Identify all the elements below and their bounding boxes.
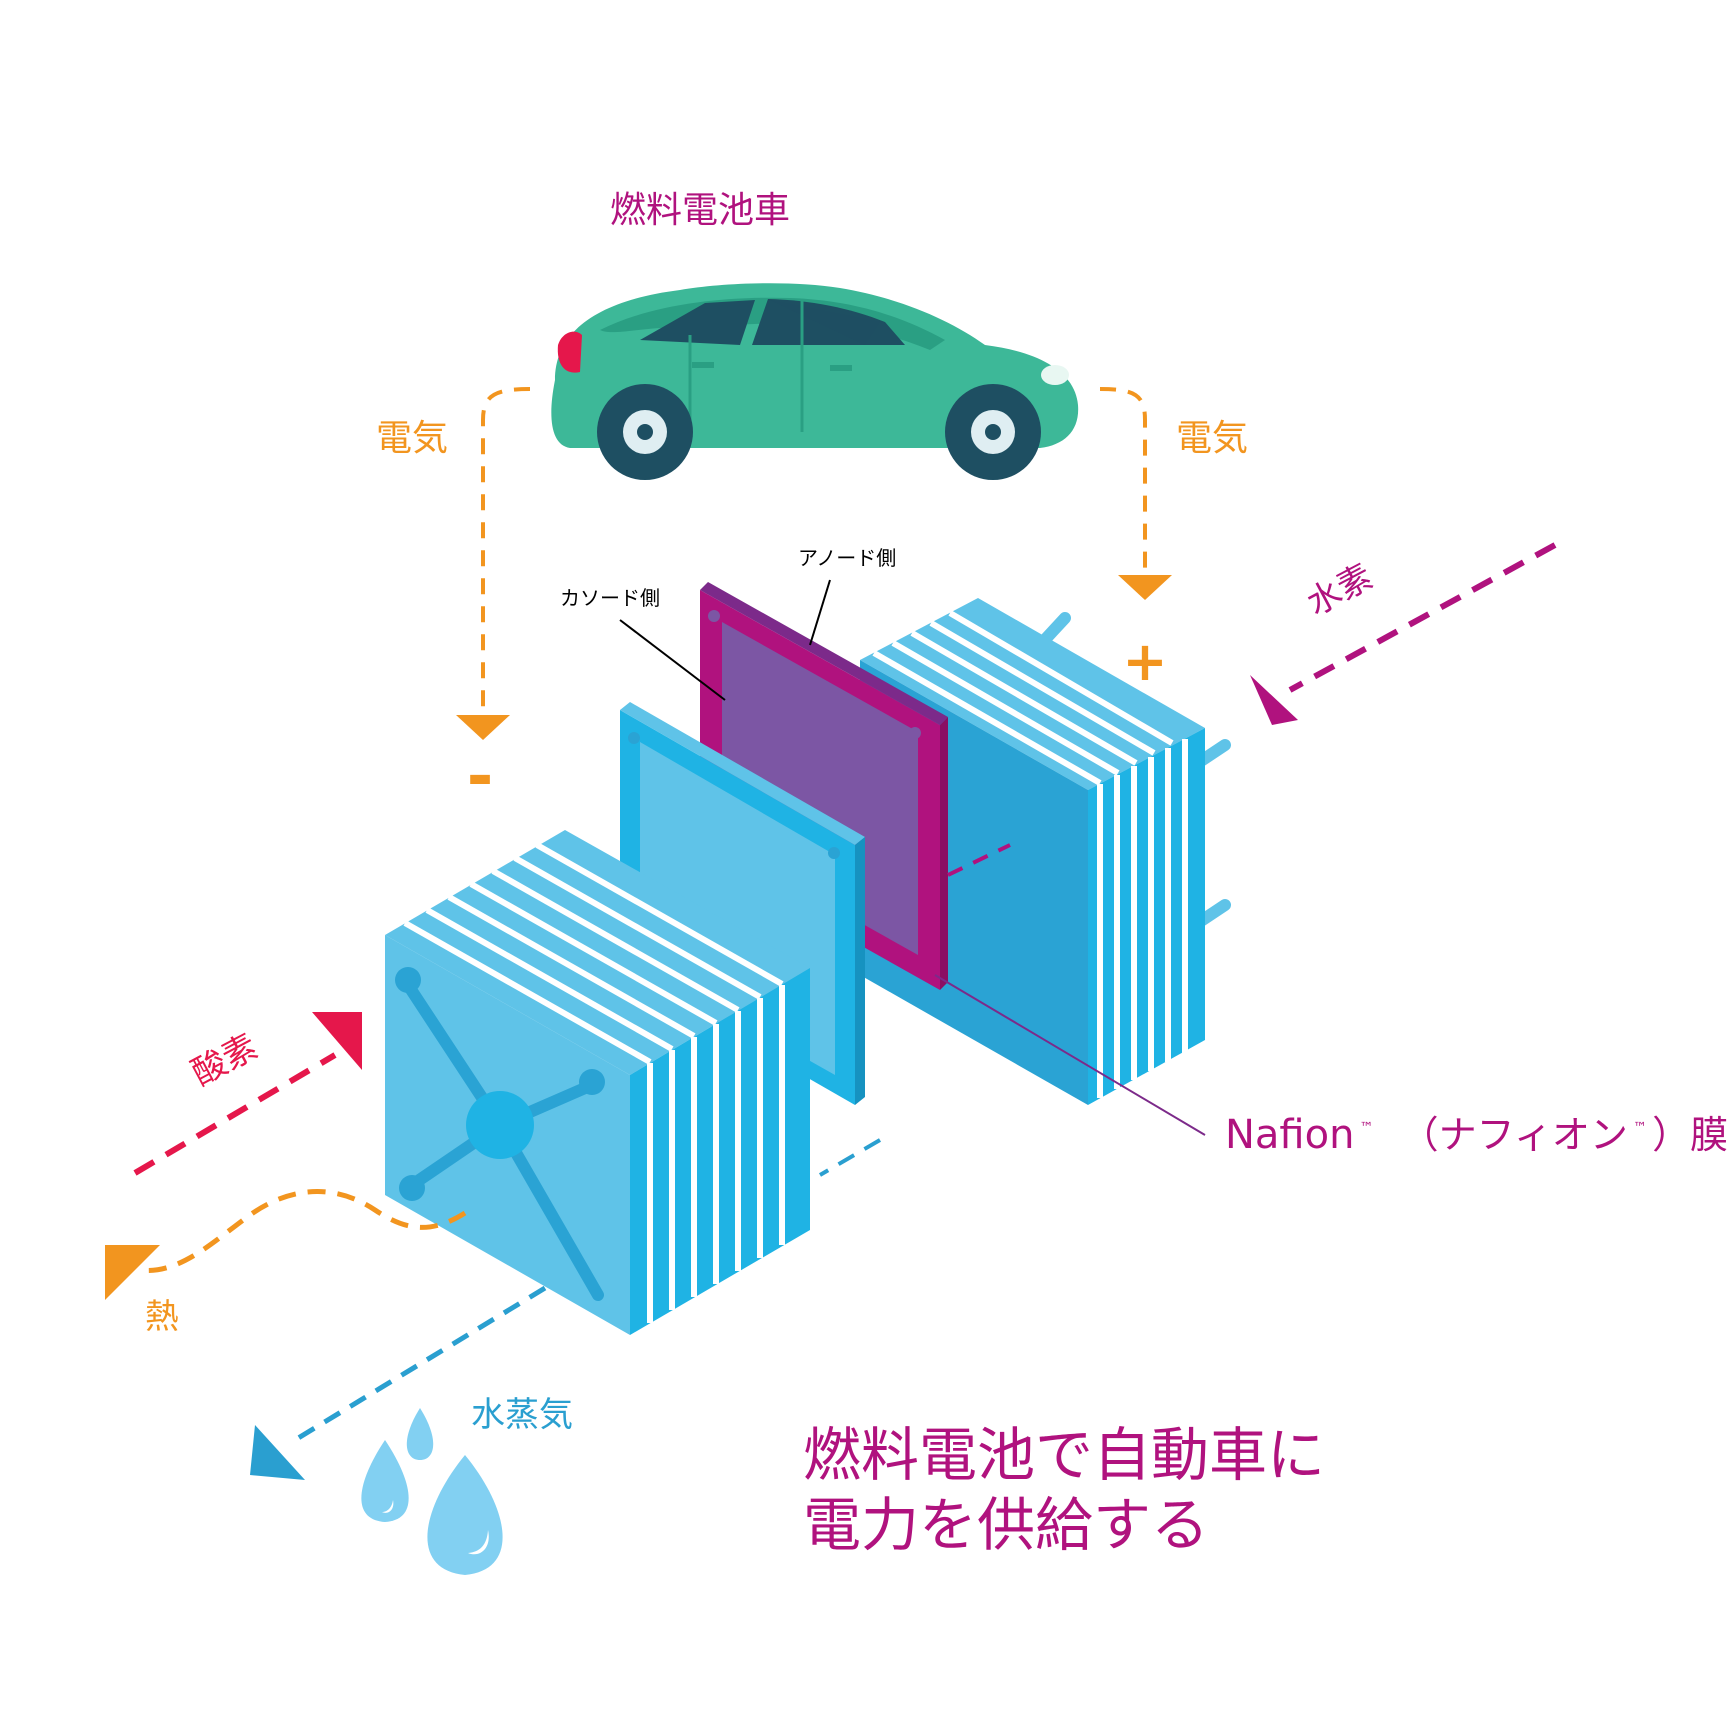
- cathode-side-label: カソード側: [560, 586, 660, 610]
- arrow-icon: [105, 1245, 160, 1300]
- arrow-icon: [1118, 575, 1172, 600]
- electricity-wires: [481, 387, 1147, 715]
- car-title: 燃料電池車: [610, 190, 790, 231]
- terminal-positive-label: +: [1122, 630, 1167, 693]
- nafion-membrane-label: Nafion ™ （ナフィオン ™ ）膜: [1225, 1112, 1728, 1158]
- electricity-label-right: 電気: [1176, 418, 1248, 459]
- car-icon: [551, 283, 1079, 480]
- nafion-brand: Nafion: [1225, 1112, 1354, 1158]
- oxygen-flow-line: [133, 1052, 337, 1176]
- arrow-icon: [250, 1425, 305, 1480]
- water-flow-line: [293, 1285, 547, 1443]
- nafion-leader-line: [934, 974, 1206, 1136]
- cathode-block: [385, 830, 810, 1335]
- nafion-katakana: （ナフィオン: [1401, 1113, 1628, 1157]
- electricity-label-left: 電気: [376, 418, 448, 459]
- nafion-tm: ™: [1360, 1120, 1374, 1136]
- anode-block: [860, 598, 1231, 1105]
- arrow-icon: [1250, 675, 1298, 725]
- water-flow-line-upper: [818, 1138, 882, 1177]
- hydrogen-flow-internal: [947, 843, 1011, 877]
- nafion-tm-2: ™: [1633, 1120, 1647, 1136]
- caption-line-2: 電力を供給する: [803, 1491, 1209, 1559]
- terminal-negative-label: -: [467, 740, 494, 814]
- arrow-icon: [312, 1012, 362, 1070]
- nafion-suffix: ）膜: [1652, 1113, 1728, 1157]
- oxygen-label: 酸素: [185, 1027, 264, 1094]
- water-vapor-label: 水蒸気: [471, 1395, 573, 1435]
- hydrogen-flow-line: [1288, 542, 1557, 693]
- heat-label: 熱: [145, 1297, 179, 1337]
- hydrogen-label: 水素: [1300, 557, 1379, 624]
- caption-line-1: 燃料電池で自動車に: [803, 1421, 1325, 1489]
- leader-lines: [619, 579, 831, 701]
- arrow-icon: [456, 715, 510, 740]
- anode-side-label: アノード側: [798, 546, 896, 570]
